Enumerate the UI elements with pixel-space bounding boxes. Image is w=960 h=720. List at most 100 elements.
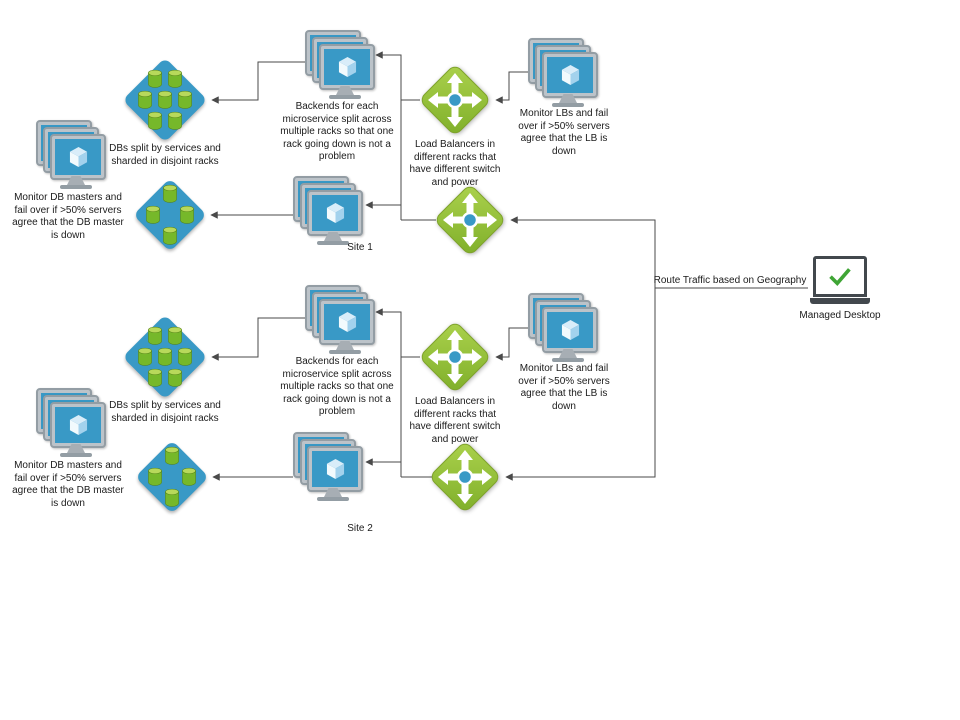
monitor-base (60, 185, 92, 189)
monitor-screen (312, 195, 358, 231)
wire-desktop-to-lb1b (510, 216, 656, 288)
managed-desktop-icon (810, 256, 870, 304)
site2-lb-label: Load Balancers in different racks that h… (409, 396, 501, 445)
check-icon (829, 267, 851, 286)
wire-monitorlb1-to-lb1a (495, 71, 528, 104)
wire-lbs-to-backends2 (375, 308, 402, 477)
monitor-base (329, 350, 361, 354)
site2-lb-monitor-label: Monitor LBs and fail over if >50% server… (518, 363, 610, 412)
site1-load-balancer-2-icon (432, 182, 508, 258)
site1-lb-monitor-label: Monitor LBs and fail over if >50% server… (518, 108, 610, 157)
site1-backends-vm-stack (305, 30, 375, 100)
db-cylinder-icon (165, 488, 179, 507)
route-traffic-label: Route Traffic based on Geography (653, 275, 807, 286)
db-cylinder-icon (163, 184, 177, 203)
monitor-screen (324, 49, 370, 85)
managed-desktop-label: Managed Desktop (799, 310, 881, 321)
db-cylinder-icon (165, 446, 179, 465)
db-cylinder-icon (178, 347, 192, 366)
site2-backends-vm-stack (305, 285, 375, 355)
vm-cube-icon (69, 414, 87, 435)
db-cylinder-icon (148, 69, 162, 88)
db-cylinder-icon (148, 368, 162, 387)
site2-label: Site 2 (347, 523, 373, 534)
db-cylinder-icon (168, 69, 182, 88)
vm-cube-icon (338, 311, 356, 332)
monitor-icon (319, 44, 375, 90)
vm-cube-icon (561, 319, 579, 340)
site1-load-balancer-1-icon (417, 62, 493, 138)
monitor-base (317, 241, 349, 245)
monitor-icon (542, 52, 598, 98)
wire-monitorlb2-to-lb2a (495, 327, 528, 361)
db-cylinder-icon (182, 467, 196, 486)
site1-label: Site 1 (347, 242, 373, 253)
monitor-stand (324, 488, 342, 497)
monitor-icon (50, 402, 106, 448)
site2-load-balancer-1-icon (417, 319, 493, 395)
site1-db-cluster-2-icon (133, 178, 207, 252)
db-cylinder-icon (146, 205, 160, 224)
wire-lbs-to-backends1 (375, 51, 402, 220)
vm-cube-icon (69, 146, 87, 167)
db-cylinder-icon (158, 90, 172, 109)
vm-cube-icon (326, 202, 344, 223)
vm-cube-icon (338, 56, 356, 77)
load-balancer-glyph (432, 182, 508, 258)
db-cylinder-icon (178, 90, 192, 109)
monitor-stand (67, 444, 85, 453)
site2-db-monitor-label: Monitor DB masters and fail over if >50%… (12, 460, 124, 509)
wire-desktop-to-lb2b (505, 288, 656, 481)
monitor-base (329, 95, 361, 99)
site2-db-monitor-vm-stack (36, 388, 106, 458)
site1-lb-label: Load Balancers in different racks that h… (409, 139, 501, 188)
monitor-icon (50, 134, 106, 180)
monitor-stand (324, 232, 342, 241)
monitor-screen (312, 451, 358, 487)
monitor-stand (67, 176, 85, 185)
site1-servers-vm-stack-2 (293, 176, 363, 246)
monitor-icon (542, 307, 598, 353)
site2-db-label: DBs split by services and sharded in dis… (109, 400, 221, 424)
monitor-screen (547, 57, 593, 93)
wire-backends2-to-db2 (211, 317, 305, 361)
monitor-icon (307, 446, 363, 492)
site2-db-cluster-icon (122, 314, 208, 400)
site1-db-monitor-label: Monitor DB masters and fail over if >50%… (12, 192, 124, 241)
monitor-base (552, 103, 584, 107)
db-cylinder-icon (168, 111, 182, 130)
db-cylinder-icon (148, 467, 162, 486)
db-cylinder-icon (163, 226, 177, 245)
db-cylinder-icon (138, 347, 152, 366)
monitor-icon (307, 190, 363, 236)
site2-backends-label: Backends for each microservice split acr… (280, 356, 394, 417)
vm-cube-icon (561, 64, 579, 85)
monitor-stand (336, 86, 354, 95)
monitor-screen (55, 407, 101, 443)
db-cylinder-icon (148, 326, 162, 345)
site2-lb-monitor-vm-stack (528, 293, 598, 363)
site1-db-monitor-vm-stack (36, 120, 106, 190)
site2-load-balancer-2-icon (427, 439, 503, 515)
monitor-icon (319, 299, 375, 345)
vm-cube-icon (326, 458, 344, 479)
monitor-base (317, 497, 349, 501)
site2-servers-vm-stack-2 (293, 432, 363, 502)
db-cylinder-icon (180, 205, 194, 224)
site1-backends-label: Backends for each microservice split acr… (280, 101, 394, 162)
site1-lb-monitor-vm-stack (528, 38, 598, 108)
monitor-stand (559, 94, 577, 103)
site2-db-cluster-2-icon (135, 440, 209, 514)
wire-backends1-to-db1 (211, 61, 305, 104)
load-balancer-glyph (417, 319, 493, 395)
monitor-screen (547, 312, 593, 348)
load-balancer-glyph (427, 439, 503, 515)
site1-db-label: DBs split by services and sharded in dis… (109, 143, 221, 167)
db-cylinder-icon (168, 326, 182, 345)
laptop-base (810, 298, 870, 304)
laptop-screen (813, 256, 867, 297)
monitor-base (552, 358, 584, 362)
monitor-base (60, 453, 92, 457)
